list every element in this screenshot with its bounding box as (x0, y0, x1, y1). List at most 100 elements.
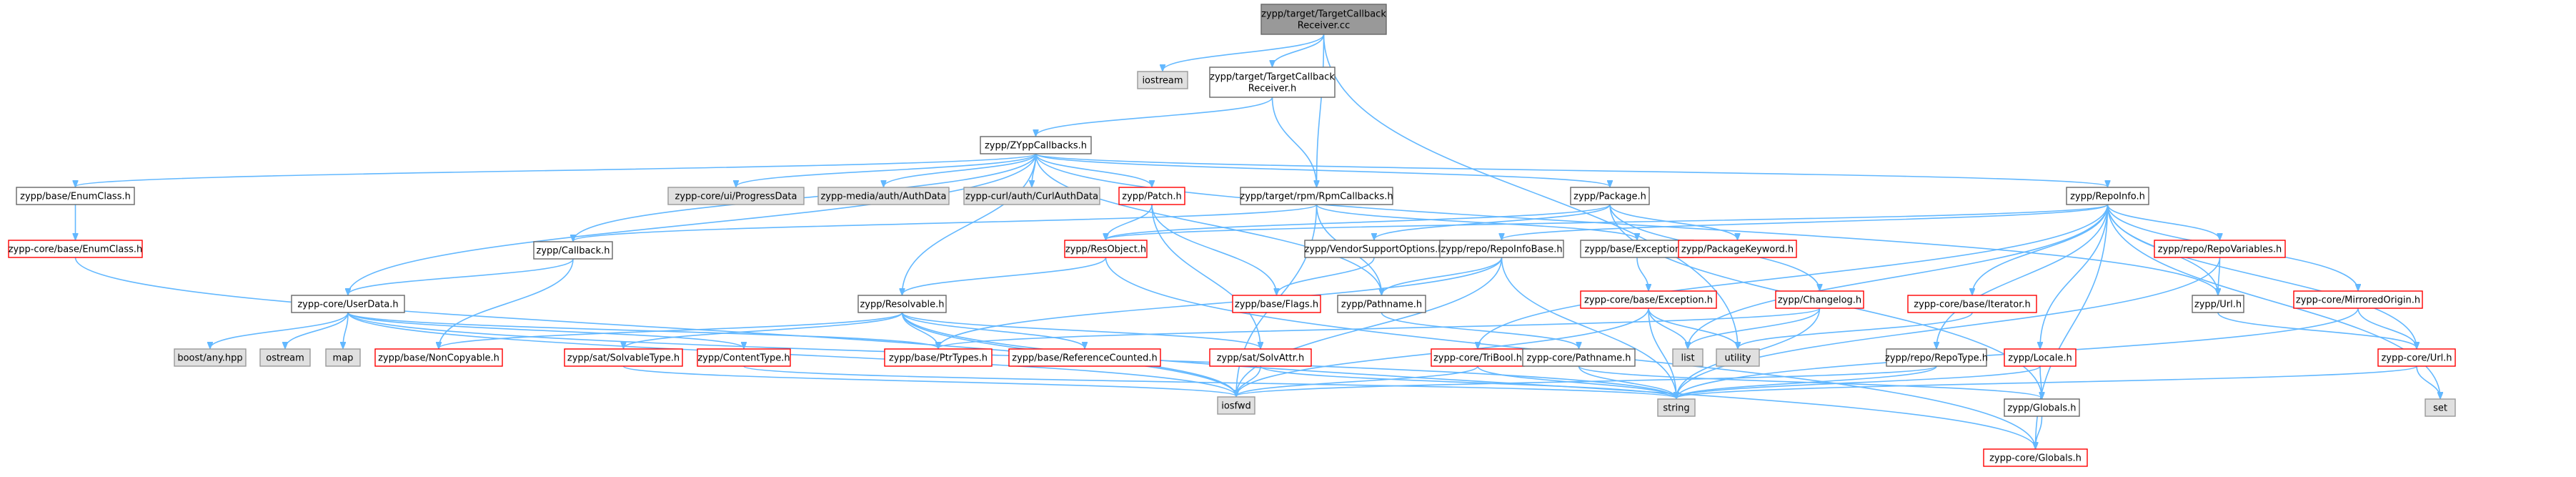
node-resolvable[interactable]: zypp/Resolvable.h (857, 295, 947, 313)
node-changelog[interactable]: zypp/Changelog.h (1775, 290, 1864, 309)
node-box (2293, 290, 2423, 309)
node-box (1232, 295, 1321, 313)
node-curlauth: zypp-curl/auth/CurlAuthData (963, 187, 1100, 205)
node-label: zypp-core/UserData.h (297, 300, 398, 310)
node-label: zypp/base/PtrTypes.h (889, 353, 988, 364)
edge-package-to-pkgkeyword (1609, 204, 1738, 240)
node-box (1678, 240, 1797, 258)
node-core-url[interactable]: zypp-core/Url.h (2377, 348, 2456, 367)
node-refcounted[interactable]: zypp/base/ReferenceCounted.h (1008, 348, 1161, 367)
node-label: zypp/Callback.h (537, 246, 610, 257)
edge-patch-to-flags (1151, 204, 1277, 295)
node-box (533, 241, 613, 260)
node-base-exception[interactable]: zypp/base/Exception.h (1580, 240, 1694, 258)
edge-repoinfo-to-repotype (1936, 204, 2109, 348)
node-callback[interactable]: zypp/Callback.h (533, 241, 613, 260)
node-string: string (1657, 398, 1696, 417)
node-tribool[interactable]: zypp-core/TriBool.h (1431, 348, 1525, 367)
edge-pathname-to-core_pathname (1381, 312, 1579, 348)
node-core-iterator[interactable]: zypp-core/base/Iterator.h (1907, 295, 2037, 313)
node-box (1064, 240, 1148, 258)
edge-locale-to-string (1676, 365, 2041, 398)
edge-repoinfo-to-list (1688, 204, 2109, 348)
node-userdata[interactable]: zypp-core/UserData.h (291, 295, 405, 313)
node-core-enumclass[interactable]: zypp-core/base/EnumClass.h (8, 240, 143, 258)
edge-globals_h-to-core_globals (2036, 415, 2043, 448)
node-label: set (2433, 403, 2447, 414)
edge-core_exception-to-list (1648, 308, 1688, 348)
node-core-globals[interactable]: zypp-core/Globals.h (1983, 448, 2088, 467)
edge-userdata-to-iosfwd (347, 312, 1236, 396)
edge-callback-to-userdata (348, 258, 574, 295)
node-map: map (325, 348, 361, 367)
edge-solvabletype-to-iosfwd (622, 365, 1237, 396)
edge-package-to-resobject (1106, 204, 1611, 240)
edge-root-to-iostream (1163, 34, 1325, 71)
node-resobject[interactable]: zypp/ResObject.h (1064, 240, 1148, 258)
node-label: zypp/base/Exception.h (1584, 245, 1689, 255)
node-box (1570, 187, 1650, 205)
node-flags[interactable]: zypp/base/Flags.h (1232, 295, 1321, 313)
edge-resolvable-to-core_globals (901, 312, 2036, 448)
node-label: iosfwd (1221, 401, 1251, 412)
node-pkgkeyword[interactable]: zypp/PackageKeyword.h (1678, 240, 1797, 258)
node-box (2066, 187, 2149, 205)
edge-zyppcb-to-patch (1035, 153, 1153, 187)
node-locale[interactable]: zypp/Locale.h (2004, 348, 2077, 367)
node-solvabletype[interactable]: zypp/sat/SolvableType.h (564, 348, 683, 367)
node-package[interactable]: zypp/Package.h (1570, 187, 1650, 205)
node-label: zypp/base/ReferenceCounted.h (1012, 353, 1157, 364)
edge-core_pathname-to-string (1578, 365, 1677, 398)
node-label: zypp-core/Pathname.h (1526, 353, 1631, 364)
node-label: zypp/ContentType.h (697, 353, 790, 364)
node-patch[interactable]: zypp/Patch.h (1118, 187, 1185, 205)
node-contenttype[interactable]: zypp/ContentType.h (697, 348, 791, 367)
edge-repoinfobase-to-string (1501, 257, 1677, 398)
node-label: zypp-core/MirroredOrigin.h (2296, 295, 2420, 306)
node-box (1983, 448, 2088, 467)
node-label: zypp-media/auth/AuthData (820, 192, 946, 202)
node-label: zypp/Pathname.h (1341, 300, 1422, 310)
node-box (325, 348, 361, 367)
edge-tribool-to-iosfwd (1236, 365, 1478, 396)
node-label: boost/any.hpp (177, 353, 242, 364)
node-globals-h[interactable]: zypp/Globals.h (2004, 398, 2080, 417)
node-noncopyable[interactable]: zypp/base/NonCopyable.h (374, 348, 503, 367)
edge-root-to-utility (1323, 34, 1739, 348)
edge-repoinfobase-to-pathname (1382, 257, 1503, 295)
node-core-pathname[interactable]: zypp-core/Pathname.h (1522, 348, 1636, 367)
node-box (667, 187, 805, 205)
node-vendor[interactable]: zypp/VendorSupportOptions.h (1304, 240, 1444, 258)
node-repotype[interactable]: zypp/repo/RepoType.h (1885, 348, 1988, 367)
node-solvattr[interactable]: zypp/sat/SolvAttr.h (1209, 348, 1312, 367)
node-repoinfobase[interactable]: zypp/repo/RepoInfoBase.h (1439, 240, 1564, 258)
node-url[interactable]: zypp/Url.h (2192, 295, 2244, 313)
node-box (1907, 295, 2037, 313)
node-zyppcb[interactable]: zypp/ZYppCallbacks.h (980, 136, 1092, 154)
node-label: zypp/Patch.h (1122, 192, 1181, 202)
edge-core_enumclass-to-iosfwd (74, 257, 1237, 396)
edge-resolvable-to-refcounted (901, 312, 1085, 348)
edge-repoinfobase-to-ptrtypes (938, 257, 1503, 348)
node-list: list (1672, 348, 1704, 367)
node-mirrored[interactable]: zypp-core/MirroredOrigin.h (2293, 290, 2423, 309)
node-box (2004, 398, 2080, 417)
node-label: Receiver.h (1248, 84, 1296, 94)
node-base-enumclass[interactable]: zypp/base/EnumClass.h (16, 187, 135, 205)
edge-url-to-core_url (2217, 312, 2417, 348)
edge-userdata-to-boostany (210, 312, 349, 348)
node-box (1337, 295, 1426, 313)
edge-zyppcb-to-userdata (348, 153, 1037, 295)
node-repoinfo[interactable]: zypp/RepoInfo.h (2066, 187, 2149, 205)
edge-core_url-to-set (2416, 365, 2440, 398)
node-core-exception[interactable]: zypp-core/base/Exception.h (1580, 290, 1717, 309)
node-rpmcb[interactable]: zypp/target/rpm/RpmCallbacks.h (1240, 187, 1393, 205)
node-box (1260, 4, 1387, 35)
node-repovars[interactable]: zypp/repo/RepoVariables.h (2154, 240, 2286, 258)
node-pathname[interactable]: zypp/Pathname.h (1337, 295, 1426, 313)
node-ptrtypes[interactable]: zypp/base/PtrTypes.h (884, 348, 993, 367)
edge-tcr_h-to-rpmcb (1271, 97, 1317, 187)
node-box (174, 348, 247, 367)
